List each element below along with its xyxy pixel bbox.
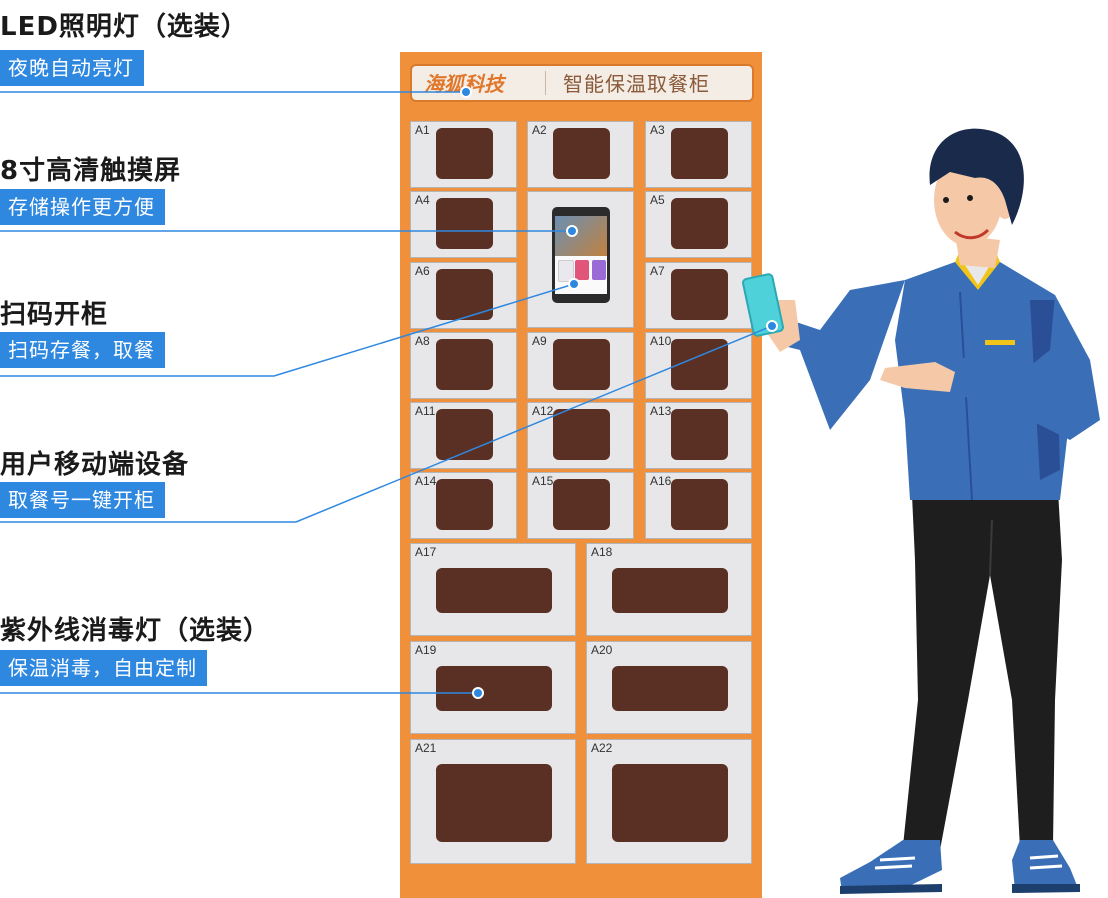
locker-a17[interactable]: A17 [410, 543, 576, 636]
touchscreen-banner [555, 216, 607, 256]
feature-subtitle: 存储操作更方便 [0, 189, 165, 225]
locker-label: A20 [591, 643, 613, 657]
locker-window [612, 568, 728, 613]
locker-label: A14 [415, 474, 437, 488]
locker-label: A6 [415, 264, 430, 278]
locker-a21[interactable]: A21 [410, 739, 576, 864]
locker-label: A8 [415, 334, 430, 348]
locker-label: A22 [591, 741, 613, 755]
locker-label: A13 [650, 404, 672, 418]
locker-a15[interactable]: A15 [527, 472, 634, 539]
locker-a19[interactable]: A19 [410, 641, 576, 734]
locker-a20[interactable]: A20 [586, 641, 752, 734]
feature-subtitle: 扫码存餐，取餐 [0, 332, 165, 368]
locker-window [671, 269, 728, 320]
locker-a22[interactable]: A22 [586, 739, 752, 864]
locker-window [553, 339, 610, 390]
shoe-right-icon [1012, 840, 1080, 893]
locker-window [612, 764, 728, 842]
locker-label: A15 [532, 474, 554, 488]
touchscreen-button[interactable] [592, 260, 606, 280]
locker-label: A9 [532, 334, 547, 348]
feature-title: 用户移动端设备 [0, 450, 190, 480]
product-name: 智能保温取餐柜 [563, 72, 710, 96]
locker-window [671, 409, 728, 460]
locker-a13[interactable]: A13 [645, 402, 752, 469]
feature-title: 扫码开柜 [0, 300, 109, 330]
locker-label: A5 [650, 193, 665, 207]
locker-window [553, 409, 610, 460]
locker-label: A12 [532, 404, 554, 418]
callout-dot [472, 687, 484, 699]
locker-label: A18 [591, 545, 613, 559]
person-illustration [742, 128, 1100, 894]
feature-subtitle: 夜晚自动亮灯 [0, 50, 144, 86]
locker-window [553, 128, 610, 179]
locker-a1[interactable]: A1 [410, 121, 517, 188]
locker-a4[interactable]: A4 [410, 191, 517, 258]
header-divider [545, 71, 546, 95]
locker-window [436, 764, 552, 842]
locker-label: A21 [415, 741, 437, 755]
callout-dot [568, 278, 580, 290]
locker-window [553, 479, 610, 530]
callout-dot [566, 225, 578, 237]
locker-label: A1 [415, 123, 430, 137]
locker-a12[interactable]: A12 [527, 402, 634, 469]
locker-label: A10 [650, 334, 672, 348]
person-arm-right [880, 295, 1100, 440]
locker-a9[interactable]: A9 [527, 332, 634, 399]
person-head [929, 128, 1024, 268]
callout-dot [766, 320, 778, 332]
locker-window [612, 666, 728, 711]
locker-window [436, 479, 493, 530]
cabinet-header [410, 64, 754, 102]
locker-window [671, 128, 728, 179]
locker-a16[interactable]: A16 [645, 472, 752, 539]
locker-window [436, 666, 552, 711]
locker-window [671, 479, 728, 530]
locker-a18[interactable]: A18 [586, 543, 752, 636]
locker-a3[interactable]: A3 [645, 121, 752, 188]
locker-label: A16 [650, 474, 672, 488]
locker-label: A11 [415, 404, 436, 418]
feature-subtitle: 取餐号一键开柜 [0, 482, 165, 518]
touchscreen-button[interactable] [558, 260, 574, 282]
locker-window [436, 128, 493, 179]
locker-label: A4 [415, 193, 430, 207]
feature-title: LED照明灯（选装） [0, 12, 248, 42]
callout-dot [460, 86, 472, 98]
person-legs [903, 490, 1062, 850]
locker-window [671, 198, 728, 249]
locker-label: A7 [650, 264, 665, 278]
locker-label: A19 [415, 643, 437, 657]
locker-window [436, 568, 552, 613]
touchscreen-button[interactable] [575, 260, 589, 280]
locker-a2[interactable]: A2 [527, 121, 634, 188]
feature-title: 8寸高清触摸屏 [0, 156, 182, 186]
locker-window [436, 409, 493, 460]
feature-title: 紫外线消毒灯（选装） [0, 616, 271, 646]
locker-label: A2 [532, 123, 547, 137]
locker-label: A17 [415, 545, 437, 559]
locker-window [436, 339, 493, 390]
locker-a7[interactable]: A7 [645, 262, 752, 329]
locker-a5[interactable]: A5 [645, 191, 752, 258]
locker-window [436, 198, 493, 249]
locker-label: A3 [650, 123, 665, 137]
shoe-left-icon [840, 840, 942, 894]
locker-a11[interactable]: A11 [410, 402, 517, 469]
locker-a8[interactable]: A8 [410, 332, 517, 399]
feature-subtitle: 保温消毒，自由定制 [0, 650, 207, 686]
locker-a14[interactable]: A14 [410, 472, 517, 539]
